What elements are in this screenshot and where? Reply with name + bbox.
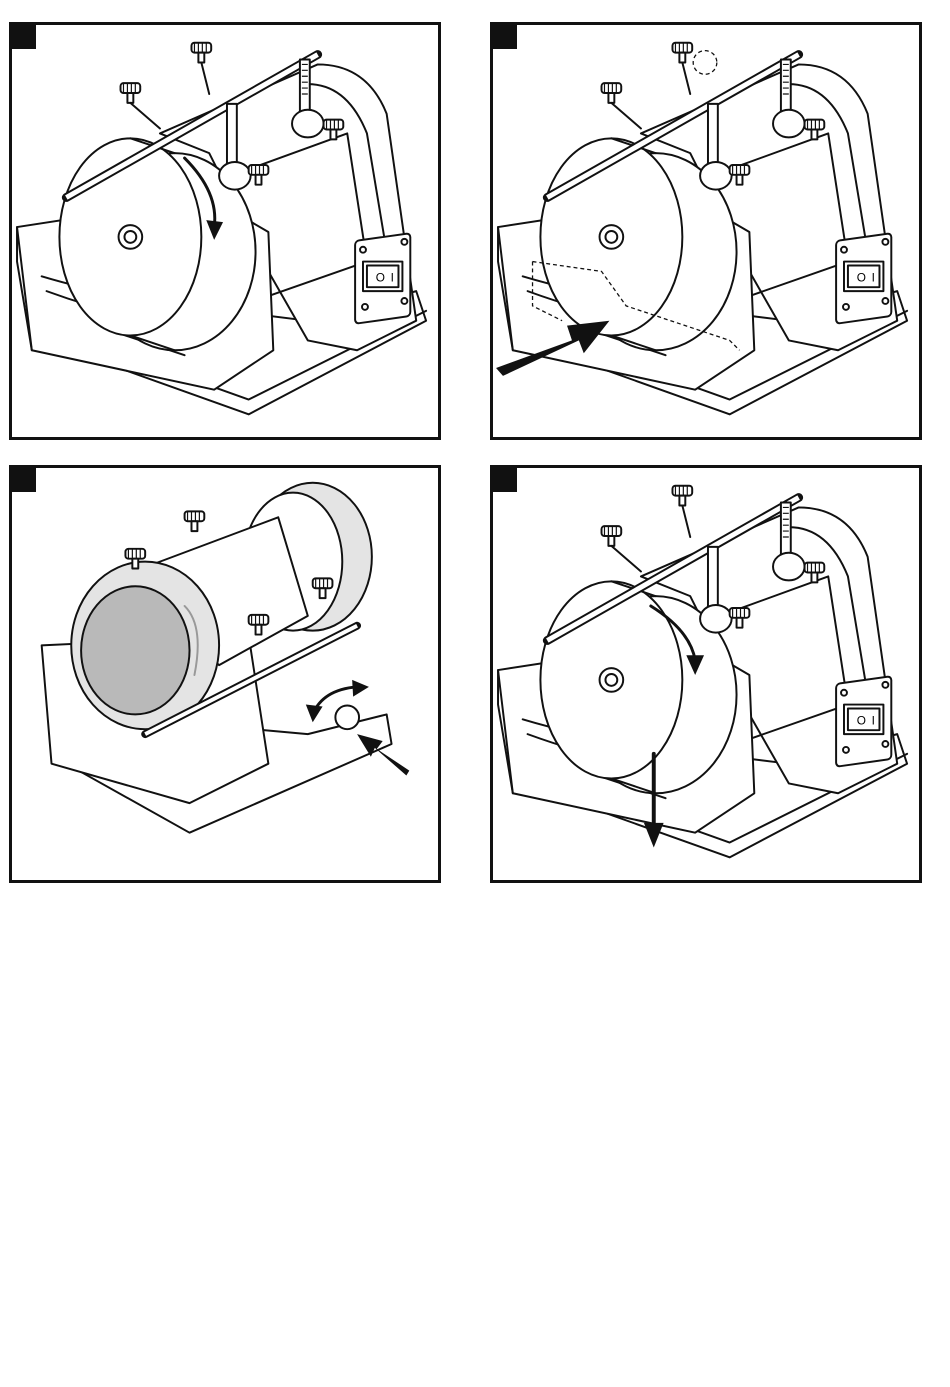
grinder-illustration bbox=[12, 25, 438, 437]
grinder-illustration bbox=[493, 25, 919, 437]
ghost-knob-icon bbox=[693, 51, 717, 75]
grinder-illustration bbox=[12, 468, 438, 880]
loosen-arrow-icon bbox=[352, 680, 369, 697]
panel-wheel-change bbox=[9, 465, 441, 883]
panel-wheel-rotation bbox=[9, 22, 441, 440]
wheel-nut-knob-icon bbox=[335, 706, 359, 730]
grinder-illustration bbox=[493, 468, 919, 880]
panel-trough-remove bbox=[490, 465, 922, 883]
remove-down-arrow-icon bbox=[644, 823, 664, 848]
panel-water-trough-insert bbox=[490, 22, 922, 440]
